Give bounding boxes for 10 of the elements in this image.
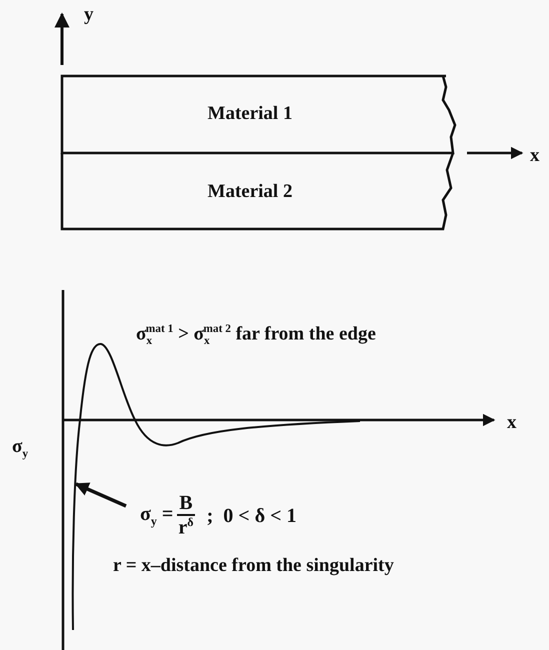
layer-label: Material 1 [206, 104, 294, 123]
annotation: σ$_{x}$$^{mat 1}$ > σ$_{x}$$^{mat 2}$ far from the edge [136, 324, 376, 348]
layer-label: Material 2 [206, 182, 294, 200]
axis-label: y [84, 5, 94, 24]
axis-label: x [507, 413, 516, 432]
leader-arrow [74, 482, 127, 508]
material-layer [61, 75, 459, 153]
axis-label: σ$_{y}$ [12, 437, 28, 460]
axis-label: x [530, 146, 540, 165]
annotation: r = x–distance from the singularity [113, 556, 394, 575]
